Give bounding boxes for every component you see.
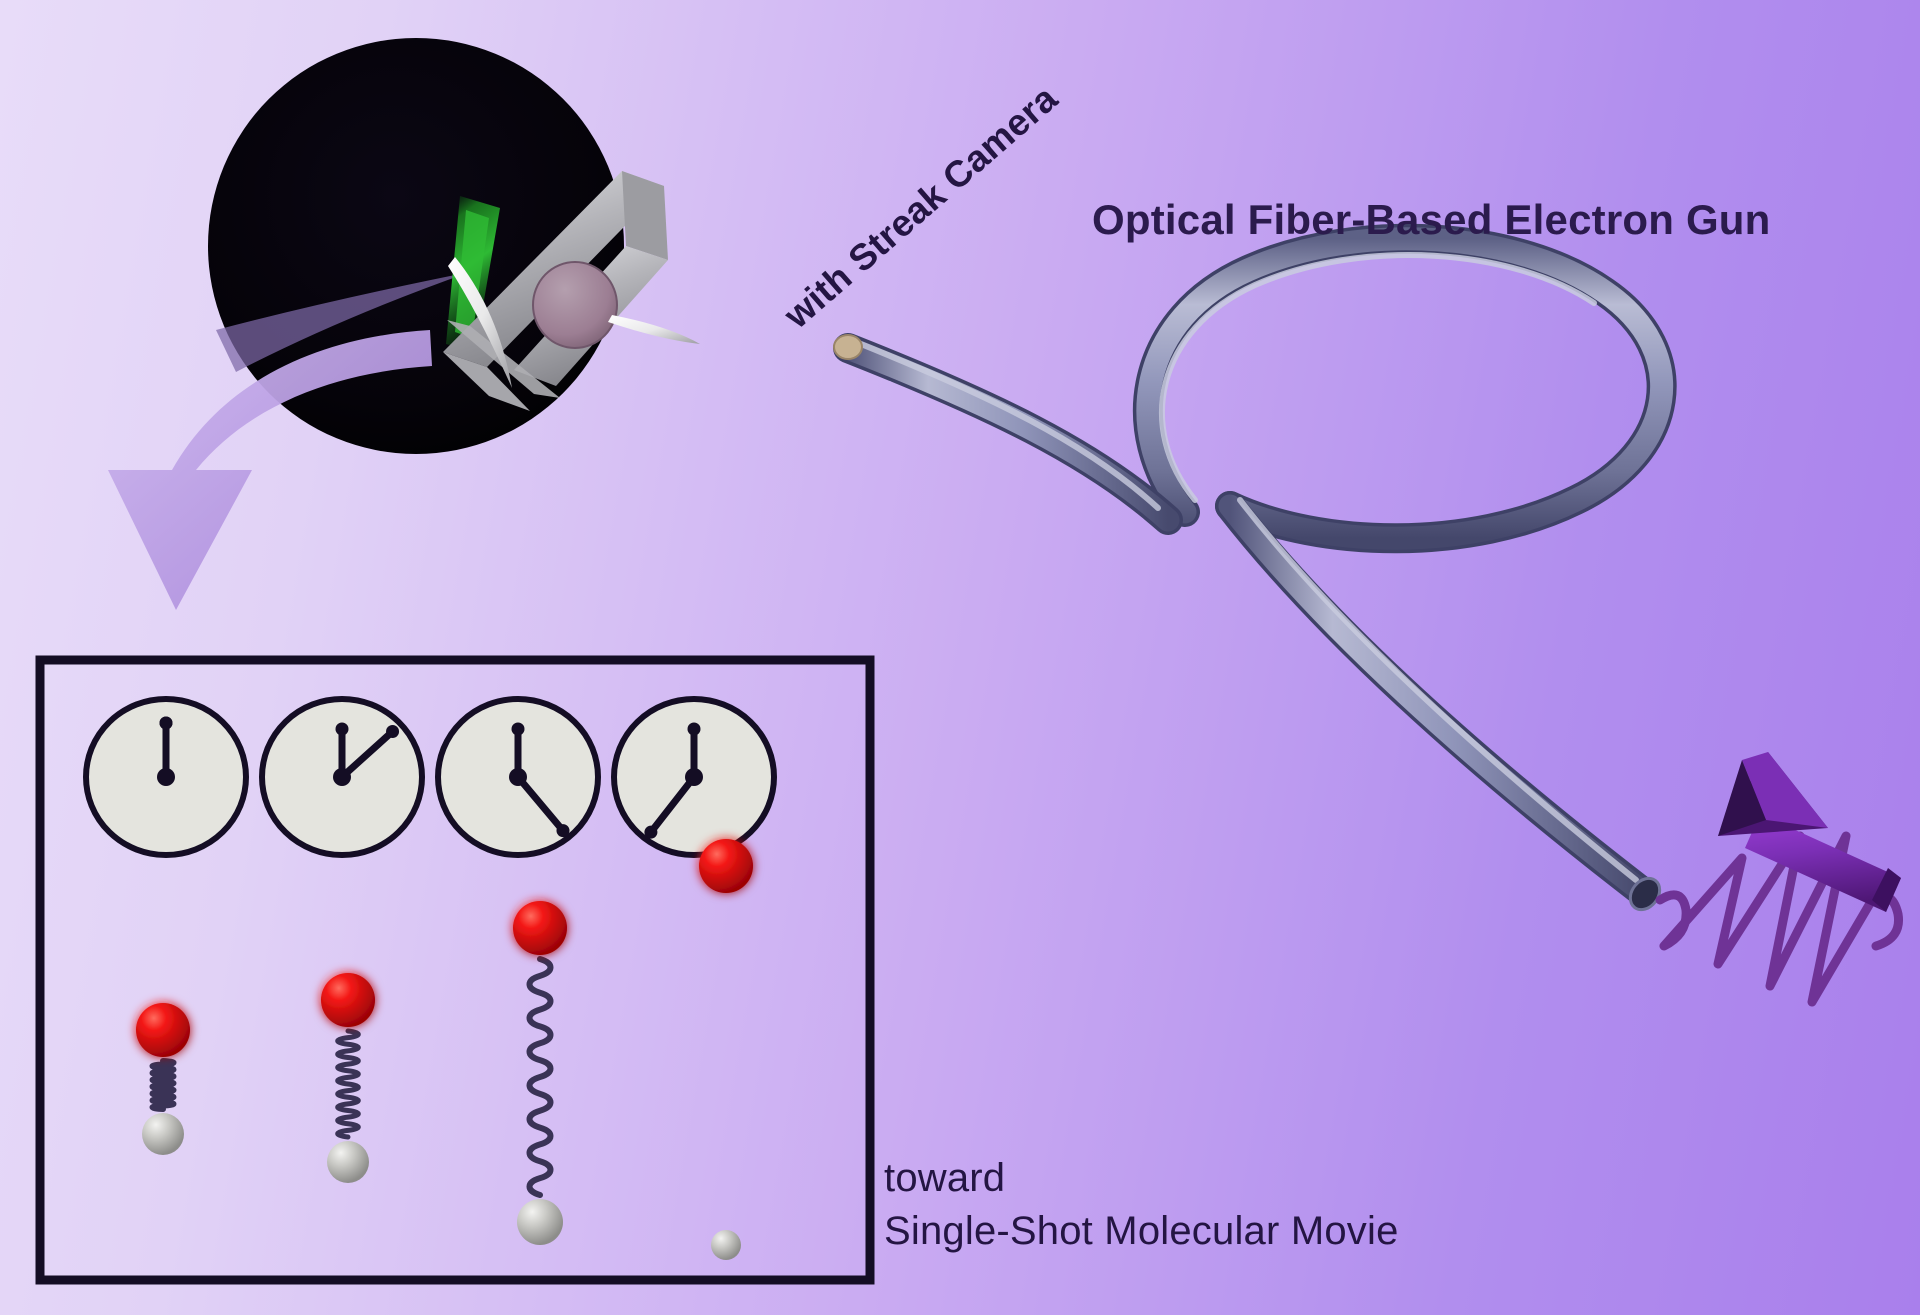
caption-line-2: Single-Shot Molecular Movie <box>884 1208 1399 1253</box>
red-atom <box>699 839 753 893</box>
clock-frame-4 <box>611 696 777 858</box>
clock-center <box>509 768 527 786</box>
clock-frame-3 <box>435 696 601 858</box>
minute-hand <box>647 773 698 836</box>
curved-down-arrow <box>108 330 432 610</box>
molecule-state-1 <box>136 1003 190 1155</box>
clock-center <box>157 768 175 786</box>
clock-frame-2 <box>259 696 425 858</box>
molecule-row <box>136 839 753 1260</box>
molecular-movie-panel <box>35 655 875 1285</box>
red-atom <box>136 1003 190 1057</box>
clock-center <box>333 768 351 786</box>
spring-bond <box>526 956 554 1198</box>
gray-atom <box>142 1113 184 1155</box>
minute-hand <box>338 727 397 781</box>
red-atom <box>513 901 567 955</box>
spring-bond <box>149 1058 177 1112</box>
laser-pulse-waveform <box>1655 831 1904 1007</box>
purple-excitation-arrow <box>1718 752 1901 912</box>
gray-atom <box>327 1141 369 1183</box>
page-title: Optical Fiber-Based Electron Gun <box>1092 196 1771 243</box>
clock-frame-1 <box>83 696 249 858</box>
sample-holder-bracket <box>443 171 700 411</box>
clock-row <box>83 696 777 858</box>
beam-needle-right <box>608 315 700 344</box>
fiber-ferrule-tip <box>833 334 863 360</box>
figure-caption: toward Single-Shot Molecular Movie <box>884 1152 1399 1258</box>
detector-purple-arc <box>216 272 470 372</box>
red-atom <box>321 973 375 1027</box>
streak-camera-detector <box>208 38 624 454</box>
optical-fiber-cable <box>833 223 1677 912</box>
clock-center <box>685 768 703 786</box>
molecule-state-3 <box>513 901 567 1245</box>
molecule-state-2 <box>321 973 375 1183</box>
fiber-open-end <box>1628 876 1662 912</box>
molecule-state-4 <box>699 839 753 1260</box>
caption-line-1: toward <box>884 1156 1006 1200</box>
green-electron-beam-streak <box>446 196 500 352</box>
beam-needle-left <box>448 257 512 388</box>
gray-atom <box>517 1199 563 1245</box>
gray-atom <box>711 1230 741 1260</box>
panel-border <box>35 655 875 1285</box>
spring-bond <box>335 1028 361 1140</box>
minute-hand <box>514 773 567 835</box>
